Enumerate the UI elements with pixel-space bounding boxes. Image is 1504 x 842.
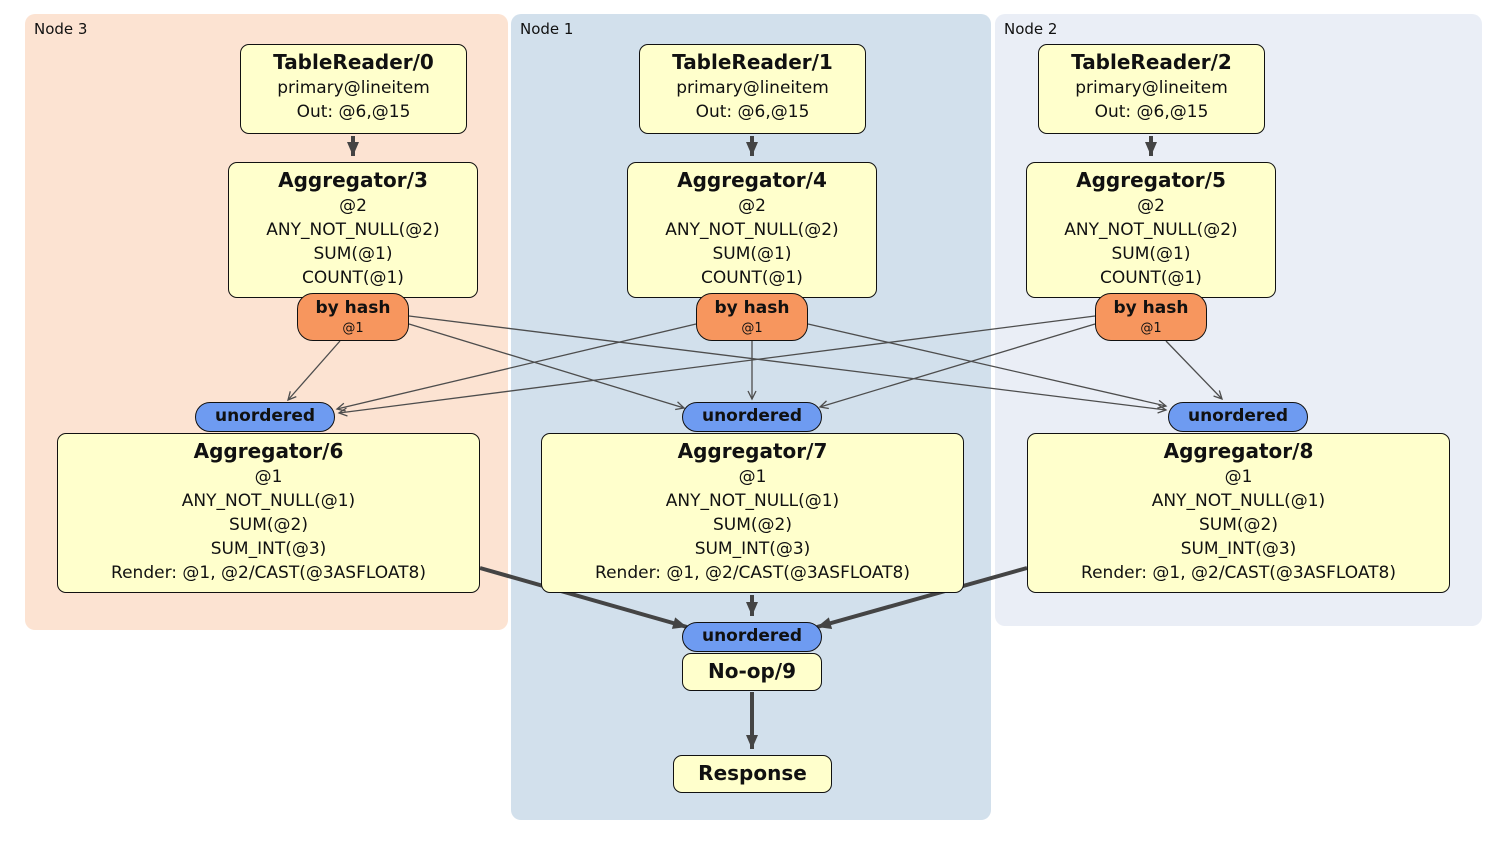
sync-unordered-9: unordered bbox=[682, 622, 822, 652]
node-detail: @2 bbox=[1137, 196, 1165, 216]
router-column: @1 bbox=[741, 321, 763, 336]
edge-aggregator-8-to-unordered-9 bbox=[816, 566, 1028, 629]
node-title: TableReader/2 bbox=[1071, 50, 1232, 74]
node-detail: Render: @1, @2/CAST(@3ASFLOAT8) bbox=[111, 563, 426, 583]
node-detail: ANY_NOT_NULL(@1) bbox=[1151, 491, 1326, 511]
router-by-hash-3: by hash @1 bbox=[297, 293, 409, 341]
node-detail: SUM(@1) bbox=[712, 244, 792, 264]
node-detail: ANY_NOT_NULL(@1) bbox=[665, 491, 840, 511]
node-detail: COUNT(@1) bbox=[302, 268, 404, 288]
node-title: TableReader/0 bbox=[273, 50, 434, 74]
node-detail: ANY_NOT_NULL(@2) bbox=[1064, 220, 1238, 240]
sync-unordered-6: unordered bbox=[195, 402, 335, 432]
node-detail: SUM_INT(@3) bbox=[210, 539, 327, 559]
node-detail: @2 bbox=[339, 196, 367, 216]
node-aggregator-7: Aggregator/7 @1 ANY_NOT_NULL(@1) SUM(@2)… bbox=[541, 433, 964, 593]
node-detail: ANY_NOT_NULL(@2) bbox=[665, 220, 839, 240]
edge-by-hash-5-to-unordered-7 bbox=[818, 323, 1096, 410]
node-detail: SUM(@2) bbox=[713, 515, 792, 535]
node-title: Aggregator/6 bbox=[193, 439, 344, 463]
node-detail: ANY_NOT_NULL(@2) bbox=[266, 220, 440, 240]
router-by-hash-4: by hash @1 bbox=[696, 293, 808, 341]
node-detail: ANY_NOT_NULL(@1) bbox=[181, 491, 356, 511]
region-node-2-label: Node 2 bbox=[1004, 20, 1058, 38]
edge-by-hash-3-to-unordered-6 bbox=[287, 340, 341, 402]
node-detail: Out: @6,@15 bbox=[695, 102, 810, 122]
node-detail: @1 bbox=[738, 467, 767, 487]
node-detail: primary@lineitem bbox=[277, 78, 430, 98]
node-tablereader-1: TableReader/1 primary@lineitem Out: @6,@… bbox=[639, 44, 866, 134]
node-detail: SUM_INT(@3) bbox=[1180, 539, 1297, 559]
node-detail: SUM(@1) bbox=[1111, 244, 1191, 264]
router-label: by hash bbox=[1113, 298, 1189, 318]
node-detail: SUM_INT(@3) bbox=[694, 539, 811, 559]
node-title: Aggregator/7 bbox=[677, 439, 828, 463]
node-title: Aggregator/8 bbox=[1163, 439, 1314, 463]
router-column: @1 bbox=[1140, 321, 1162, 336]
node-no-op-9: No-op/9 bbox=[682, 653, 822, 691]
node-title: Aggregator/4 bbox=[677, 168, 827, 192]
sync-unordered-7: unordered bbox=[682, 402, 822, 432]
router-by-hash-5: by hash @1 bbox=[1095, 293, 1207, 341]
node-detail: Render: @1, @2/CAST(@3ASFLOAT8) bbox=[1081, 563, 1396, 583]
node-aggregator-6: Aggregator/6 @1 ANY_NOT_NULL(@1) SUM(@2)… bbox=[57, 433, 480, 593]
node-aggregator-8: Aggregator/8 @1 ANY_NOT_NULL(@1) SUM(@2)… bbox=[1027, 433, 1450, 593]
node-detail: @1 bbox=[254, 467, 283, 487]
node-detail: SUM(@1) bbox=[313, 244, 393, 264]
node-detail: COUNT(@1) bbox=[1100, 268, 1202, 288]
region-node-3-label: Node 3 bbox=[34, 20, 88, 38]
node-detail: COUNT(@1) bbox=[701, 268, 803, 288]
sync-unordered-8: unordered bbox=[1168, 402, 1308, 432]
edge-by-hash-5-to-unordered-8 bbox=[1165, 340, 1224, 401]
node-aggregator-3: Aggregator/3 @2 ANY_NOT_NULL(@2) SUM(@1)… bbox=[228, 162, 478, 298]
node-detail: Out: @6,@15 bbox=[296, 102, 411, 122]
router-label: by hash bbox=[315, 298, 391, 318]
node-tablereader-2: TableReader/2 primary@lineitem Out: @6,@… bbox=[1038, 44, 1265, 134]
node-detail: SUM(@2) bbox=[229, 515, 308, 535]
node-aggregator-5: Aggregator/5 @2 ANY_NOT_NULL(@2) SUM(@1)… bbox=[1026, 162, 1276, 298]
node-detail: @2 bbox=[738, 196, 766, 216]
node-title: Aggregator/5 bbox=[1076, 168, 1226, 192]
node-detail: primary@lineitem bbox=[676, 78, 829, 98]
edge-by-hash-3-to-unordered-7 bbox=[408, 323, 686, 411]
node-aggregator-4: Aggregator/4 @2 ANY_NOT_NULL(@2) SUM(@1)… bbox=[627, 162, 877, 298]
node-tablereader-0: TableReader/0 primary@lineitem Out: @6,@… bbox=[240, 44, 467, 134]
node-detail: @1 bbox=[1224, 467, 1253, 487]
node-detail: Render: @1, @2/CAST(@3ASFLOAT8) bbox=[595, 563, 910, 583]
edge-by-hash-5-to-unordered-6 bbox=[337, 315, 1096, 417]
edge-by-hash-3-to-unordered-8 bbox=[408, 315, 1168, 414]
edge-aggregator-6-to-unordered-9 bbox=[479, 566, 688, 629]
node-detail: primary@lineitem bbox=[1075, 78, 1228, 98]
region-node-1-label: Node 1 bbox=[520, 20, 574, 38]
router-column: @1 bbox=[342, 321, 364, 336]
node-detail: Out: @6,@15 bbox=[1094, 102, 1209, 122]
node-title: TableReader/1 bbox=[672, 50, 833, 74]
router-label: by hash bbox=[714, 298, 790, 318]
node-detail: SUM(@2) bbox=[1199, 515, 1278, 535]
node-title: Aggregator/3 bbox=[278, 168, 428, 192]
node-response: Response bbox=[673, 755, 832, 793]
edge-by-hash-4-to-unordered-8 bbox=[807, 323, 1168, 409]
edge-by-hash-4-to-unordered-6 bbox=[335, 323, 697, 412]
